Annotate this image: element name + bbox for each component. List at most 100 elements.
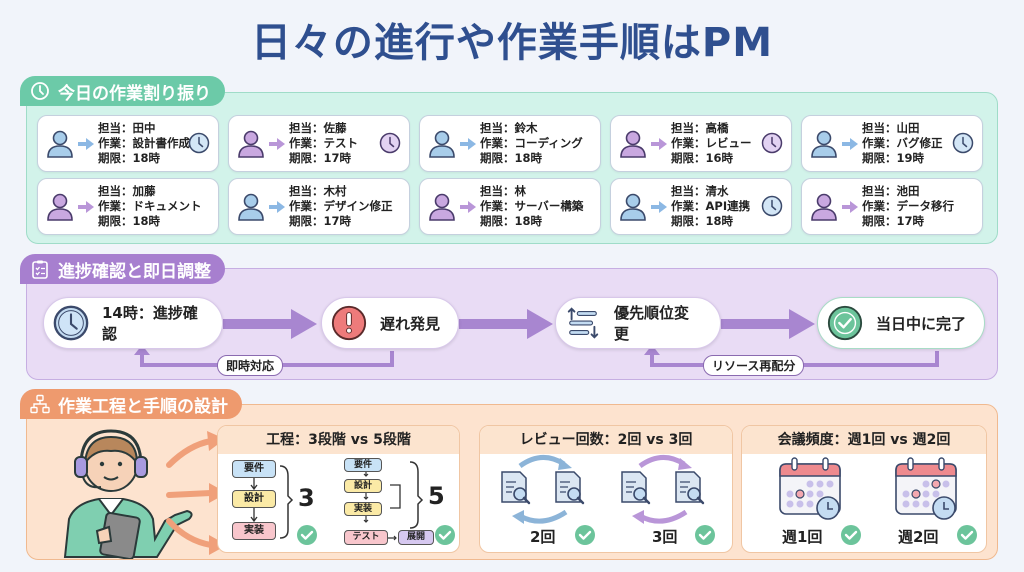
section-title: 作業工程と手順の設計	[58, 396, 228, 417]
document-search-icon	[554, 470, 585, 505]
assignment-card: 担当：佐藤作業：テスト期限：17時	[228, 115, 410, 172]
assignee: 担当：鈴木	[480, 121, 538, 135]
arrow-right-icon	[269, 200, 285, 213]
calendar-icon	[895, 457, 957, 520]
arrow-right-icon	[460, 137, 476, 150]
task: 作業：バグ修正	[862, 136, 943, 150]
flow-arrow	[459, 309, 553, 339]
section-progress-check: 14時：進捗確認 遅れ発見 優先順位変更 当日中に完了 即時対応 リソース再配分	[26, 268, 998, 380]
section-tab-task-assignment: 今日の作業割り振り	[20, 76, 225, 106]
loop-label-immediate: 即時対応	[217, 355, 284, 376]
clock-icon	[31, 82, 49, 100]
flow-step-label: 遅れ発見	[380, 314, 441, 333]
check-icon	[575, 525, 595, 545]
assignment-card: 担当：田中作業：設計書作成期限：18時	[37, 115, 219, 172]
clock-icon	[761, 195, 783, 217]
assignment-details: 担当：清水作業：API連携期限：18時	[671, 184, 750, 229]
person-icon	[811, 130, 837, 158]
calendar-icon	[779, 457, 841, 520]
step-box: 実装	[344, 502, 382, 516]
arrow-right-icon	[842, 200, 858, 213]
flow-step-complete: 当日中に完了	[817, 297, 985, 349]
step-box: 設計	[344, 479, 382, 493]
cycle-arrow	[638, 455, 686, 469]
step-count-3: 3	[298, 484, 315, 512]
step-box: 要件	[232, 460, 276, 478]
alert-icon	[331, 305, 367, 341]
assignment-details: 担当：加藤作業：ドキュメント期限：18時	[98, 184, 202, 229]
assignment-card: 担当：清水作業：API連携期限：18時	[610, 178, 792, 235]
clock-icon	[952, 132, 974, 154]
calendar-illustration	[779, 457, 957, 520]
section-task-assignment: 担当：田中作業：設計書作成期限：18時 担当：佐藤作業：テスト期限：17時 担当：鈴…	[26, 92, 998, 244]
arrow-right-icon	[842, 137, 858, 150]
loop-label-resource: リソース再配分	[703, 355, 805, 376]
task: 作業：コーディング	[480, 136, 583, 150]
section-title: 進捗確認と即日調整	[58, 261, 211, 282]
clock-icon	[53, 305, 89, 341]
flow-arrow	[223, 309, 317, 339]
clock-icon	[761, 132, 783, 154]
meeting-option-label: 週1回	[782, 528, 823, 546]
panel-process-steps: 工程：3段階 vs 5段階 要件 設計 実装 3 要件 設計 実装 テスト 展開…	[217, 425, 460, 553]
section-tab-progress-check: 進捗確認と即日調整	[20, 254, 225, 284]
flow-arrow	[721, 309, 815, 339]
loop-arrow-head	[644, 345, 660, 355]
assignment-card: 担当：加藤作業：ドキュメント期限：18時	[37, 178, 219, 235]
section-title: 今日の作業割り振り	[58, 83, 211, 104]
person-icon	[47, 130, 73, 158]
deadline: 期限：17時	[862, 214, 925, 228]
assignee: 担当：加藤	[98, 184, 156, 198]
deadline: 期限：18時	[480, 151, 543, 165]
assignment-details: 担当：木村作業：デザイン修正期限：17時	[289, 184, 393, 229]
step-box: 要件	[344, 458, 382, 472]
assignment-details: 担当：佐藤作業：テスト期限：17時	[289, 121, 358, 166]
deadline: 期限：18時	[98, 214, 161, 228]
task: 作業：テスト	[289, 136, 358, 150]
panel-meeting-frequency: 会議頻度：週1回 vs 週2回	[741, 425, 987, 553]
assignee: 担当：池田	[862, 184, 920, 198]
assignment-details: 担当：高橋作業：レビュー期限：16時	[671, 121, 752, 166]
process-connectors	[250, 461, 424, 541]
step-box: 実装	[232, 522, 276, 540]
loop-arrow-head	[134, 345, 150, 355]
review-option-label: 2回	[530, 528, 556, 546]
flow-step-delay-found: 遅れ発見	[321, 297, 459, 349]
assignee: 担当：木村	[289, 184, 347, 198]
step-box: 展開	[398, 530, 434, 545]
pointer-arrow	[166, 518, 214, 548]
check-icon	[841, 525, 861, 545]
assignment-details: 担当：山田作業：バグ修正期限：19時	[862, 121, 943, 166]
arrow-right-icon	[78, 137, 94, 150]
person-icon	[238, 193, 264, 221]
flow-step-reprioritize: 優先順位変更	[555, 297, 721, 349]
arrow-right-icon	[78, 200, 94, 213]
task: 作業：サーバー構築	[480, 199, 584, 213]
assignment-card: 担当：木村作業：デザイン修正期限：17時	[228, 178, 410, 235]
meeting-option-label: 週2回	[898, 528, 939, 546]
task: 作業：レビュー	[671, 136, 752, 150]
clock-icon	[379, 132, 401, 154]
flow-step-label: 当日中に完了	[876, 314, 967, 333]
check-icon	[297, 525, 317, 545]
arrow-right-icon	[460, 200, 476, 213]
deadline: 期限：18時	[671, 214, 734, 228]
assignment-card: 担当：高橋作業：レビュー期限：16時	[610, 115, 792, 172]
section-process-design: 工程：3段階 vs 5段階 要件 設計 実装 3 要件 設計 実装 テスト 展開…	[26, 404, 998, 560]
clipboard-checklist-icon	[32, 260, 48, 279]
step-box: 設計	[232, 490, 276, 508]
cycle-arrow	[638, 509, 688, 524]
deadline: 期限：16時	[671, 151, 734, 165]
person-icon	[238, 130, 264, 158]
pm-person-illustration	[63, 429, 193, 559]
task: 作業：ドキュメント	[98, 199, 202, 213]
task: 作業：デザイン修正	[289, 199, 393, 213]
assignment-grid: 担当：田中作業：設計書作成期限：18時 担当：佐藤作業：テスト期限：17時 担当：鈴…	[37, 115, 983, 235]
task: 作業：データ移行	[862, 199, 954, 213]
assignment-card: 担当：池田作業：データ移行期限：17時	[801, 178, 983, 235]
page-title: 日々の進行や作業手順はPM	[250, 20, 774, 66]
panel-title: レビュー回数：2回 vs 3回	[480, 426, 732, 454]
assignee: 担当：清水	[671, 184, 729, 198]
hierarchy-icon	[30, 394, 50, 414]
check-circle-icon	[827, 305, 863, 341]
